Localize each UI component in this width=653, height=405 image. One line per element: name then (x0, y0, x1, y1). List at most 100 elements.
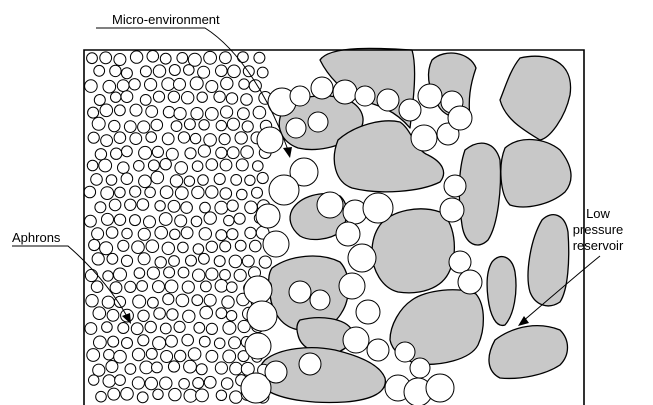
aphron-bubble (145, 377, 157, 389)
aphron-bubble (200, 306, 213, 319)
aphron-bubble (140, 361, 153, 374)
aphron-bubble (114, 350, 127, 363)
aphron-bubble (204, 51, 217, 64)
aphron-bubble (169, 256, 180, 267)
aphron-bubble (234, 213, 245, 224)
aphron-bubble (204, 212, 216, 224)
aphron-bubble (245, 333, 271, 359)
aphron-bubble (103, 375, 115, 387)
aphron-bubble (221, 106, 233, 118)
aphron-bubble (196, 389, 209, 402)
aphron-bubble (257, 172, 268, 183)
aphron-bubble (85, 215, 97, 227)
aphron-bubble (129, 79, 140, 90)
aphron-bubble (160, 186, 173, 199)
aphron-bubble (88, 107, 99, 118)
aphron-bubble (237, 189, 248, 200)
aphron-bubble (166, 335, 178, 347)
aphron-bubble (348, 244, 376, 272)
aphron-bubble (137, 281, 148, 292)
aphron-bubble (110, 65, 121, 76)
aphron-bubble (151, 119, 163, 131)
aphron-bubble (162, 242, 174, 254)
aphron-bubble (228, 65, 241, 78)
aphron-bubble (122, 228, 132, 238)
aphron-bubble (163, 294, 174, 305)
aphron-bubble (132, 241, 145, 254)
aphron-bubble (199, 228, 211, 240)
aphron-bubble (190, 133, 200, 143)
aphron-bubble (169, 65, 180, 76)
aphron-bubble (181, 227, 193, 239)
aphron-bubble (230, 362, 243, 375)
aphron-bubble (115, 187, 126, 198)
aphron-bubble (122, 338, 133, 349)
aphron-bubble (163, 106, 174, 117)
aphron-bubble (164, 267, 175, 278)
aphron-bubble (198, 175, 209, 186)
aphron-bubble (247, 301, 277, 331)
aphron-bubble (121, 173, 133, 185)
aphron-bubble (121, 388, 134, 401)
aphron-bubble (227, 229, 238, 240)
aphron-bubble (106, 361, 118, 373)
aphron-bubble (214, 91, 225, 102)
aphron-bubble (253, 106, 266, 119)
aphron-bubble (155, 226, 168, 239)
aphron-bubble (254, 52, 265, 63)
aphron-bubble (204, 376, 216, 388)
aphron-bubble (107, 309, 119, 321)
aphron-bubble (114, 132, 126, 144)
aphron-bubble (114, 54, 126, 66)
aphron-bubble (146, 106, 158, 118)
aphron-bubble (299, 353, 321, 375)
aphron-bubble (236, 159, 248, 171)
aphron-bubble (214, 173, 225, 184)
aphron-bubble (162, 133, 174, 145)
aphron-bubble (193, 244, 204, 255)
aphron-bubble (245, 227, 256, 238)
aphron-bubble (160, 53, 171, 64)
aphron-bubble (227, 200, 238, 211)
aphron-bubble (238, 108, 250, 120)
aphron-bubble (426, 374, 454, 402)
aphron-bubble (106, 227, 118, 239)
aphron-bubble (204, 134, 217, 147)
aphron-bubble (227, 282, 238, 293)
aphron-bubble (138, 310, 149, 321)
aphron-bubble (99, 159, 112, 172)
aphron-bubble (104, 349, 115, 360)
aphron-bubble (418, 84, 442, 108)
aphron-bubble (181, 202, 193, 214)
aphron-bubble (257, 67, 268, 78)
aphron-bubble (176, 294, 189, 307)
rock-particle (459, 143, 500, 245)
aphron-bubble (182, 281, 194, 293)
aphron-bubble (103, 80, 116, 93)
aphron-bubble (220, 159, 232, 171)
aphron-bubble (178, 267, 189, 278)
aphron-bubble (144, 216, 156, 228)
aphron-bubble (115, 375, 126, 386)
aphron-bubble (317, 192, 343, 218)
aphron-bubble (134, 268, 145, 279)
aphron-bubble (177, 53, 188, 64)
aphron-bubble (109, 199, 121, 211)
aphron-bubble (199, 253, 210, 264)
aphron-bubble (102, 322, 113, 333)
aphron-bubble (159, 213, 172, 226)
aphron-bubble (175, 215, 187, 227)
aphron-bubble (121, 68, 132, 79)
aphron-bubble (145, 79, 157, 91)
aphron-bubble (245, 175, 255, 185)
aphron-bubble (160, 323, 171, 334)
aphron-bubble (206, 350, 218, 362)
low-pressure-reservoir-label-line: reservoir (556, 238, 640, 254)
aphron-bubble (220, 188, 232, 200)
aphron-bubble (227, 147, 239, 159)
aphron-bubble (92, 117, 105, 130)
aphron-bubble (138, 335, 149, 346)
aphron-bubble (250, 240, 262, 252)
aphron-bubble (229, 337, 241, 349)
